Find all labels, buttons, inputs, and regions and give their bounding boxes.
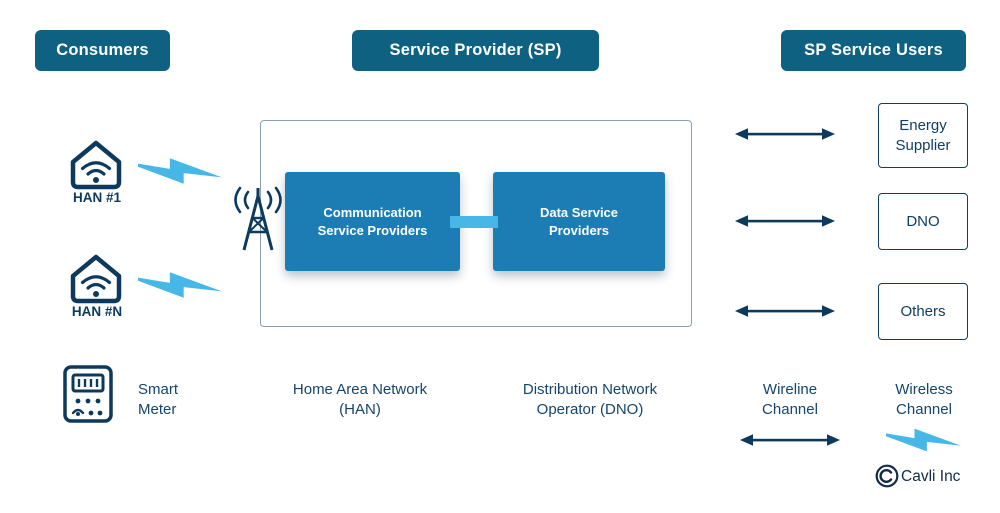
radio-tower-icon (226, 186, 290, 256)
legend-dno: Distribution Network Operator (DNO) (522, 381, 658, 418)
legend-wireline-channel: Wireline Channel (762, 381, 818, 418)
dno-box: DNO (878, 193, 968, 250)
cavli-logo-icon (875, 464, 899, 488)
double-arrow-icon (735, 303, 835, 319)
house-wifi-icon (66, 251, 126, 305)
header-sp-service-users: SP Service Users (781, 30, 966, 71)
house-wifi-icon (66, 137, 126, 191)
double-arrow-icon (735, 213, 835, 229)
communication-service-providers-box: Communication Service Providers (285, 172, 460, 271)
box-connector-bar (450, 216, 498, 228)
lightning-icon (886, 428, 962, 452)
smart-meter-icon (62, 364, 114, 424)
data-service-providers-label: Data Service Providers (539, 204, 619, 238)
communication-service-providers-label: Communication Service Providers (317, 204, 428, 238)
legend-smart-meter: Smart Meter (138, 381, 179, 418)
brand-name: Cavli Inc (901, 468, 961, 485)
header-service-provider: Service Provider (SP) (352, 30, 599, 71)
lightning-icon (138, 272, 223, 298)
legend-han: Home Area Network (HAN) (292, 381, 428, 418)
energy-supplier-label: Energy Supplier (895, 116, 951, 154)
energy-supplier-box: Energy Supplier (878, 103, 968, 168)
double-arrow-icon (740, 432, 840, 448)
header-consumers: Consumers (35, 30, 170, 71)
double-arrow-icon (735, 126, 835, 142)
lightning-icon (138, 158, 223, 184)
data-service-providers-box: Data Service Providers (493, 172, 665, 271)
dno-label: DNO (906, 212, 940, 230)
han-1-label: HAN #1 (72, 190, 121, 205)
others-label: Others (900, 302, 946, 320)
others-box: Others (878, 283, 968, 340)
han-n-label: HAN #N (71, 304, 123, 319)
legend-wireless-channel: Wireless Channel (895, 381, 953, 418)
